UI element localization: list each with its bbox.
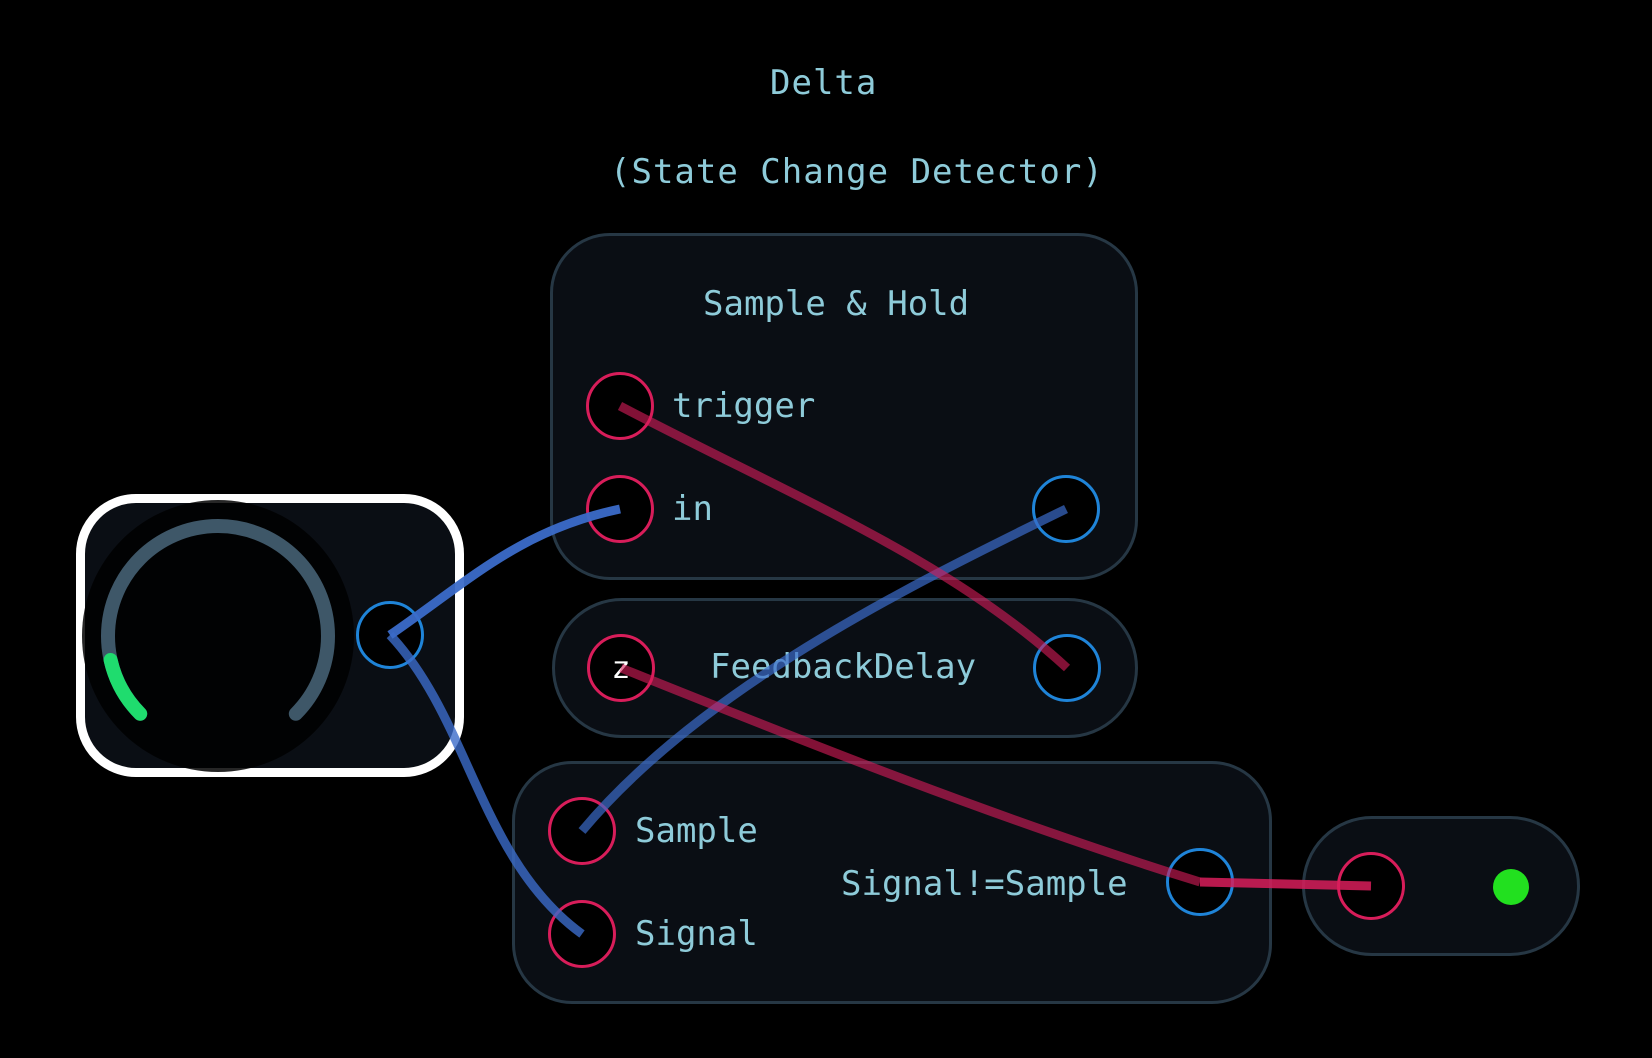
knob-output-port[interactable] [356,601,424,669]
led-indicator [1493,869,1529,905]
knob-body [82,500,354,772]
compare-signal-label: Signal [635,914,758,954]
knob-track [101,519,335,721]
diagram-title: Delta [770,63,878,103]
sample-hold-title: Sample & Hold [703,284,970,324]
knob-value-arc [103,653,148,721]
diagram-subtitle: (State Change Detector) [610,152,1104,192]
